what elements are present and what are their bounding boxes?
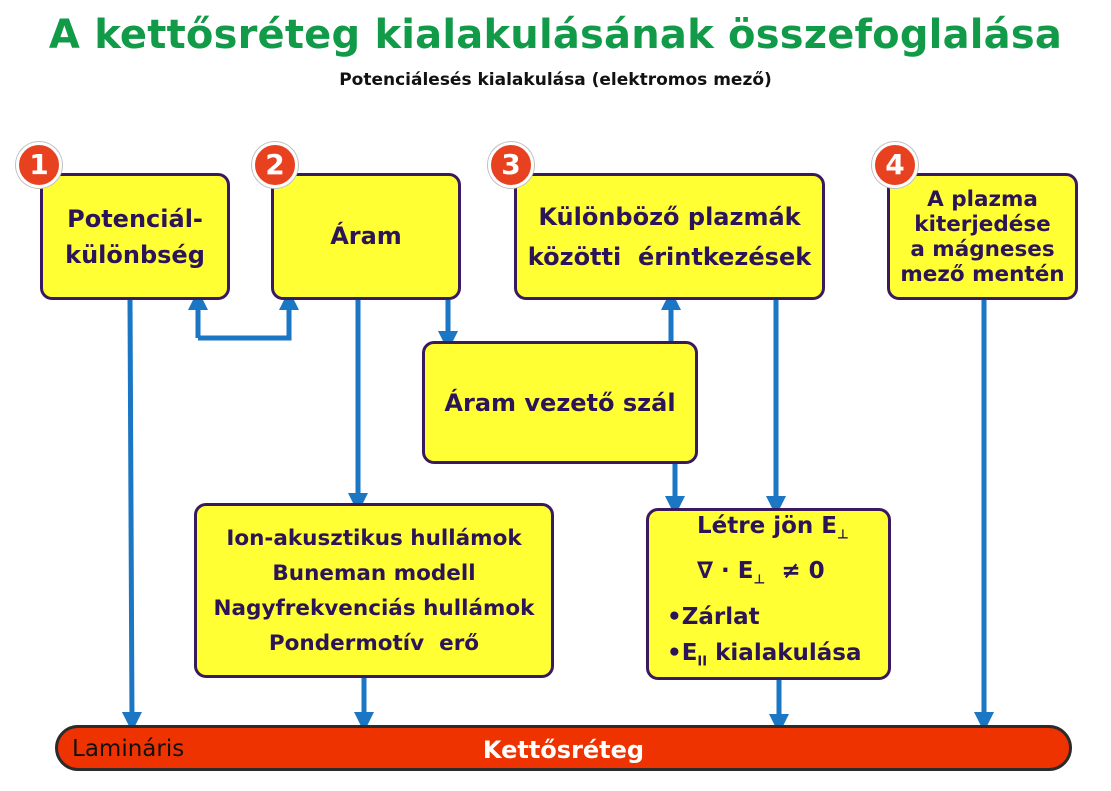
waves-line-1: Ion-akusztikus hullámok <box>226 525 522 551</box>
arrow-1-2-link <box>198 290 299 341</box>
diagram-title: A kettősréteg kialakulásának összefoglal… <box>48 12 1063 58</box>
result-bullet-2: •EII kialakulása <box>667 639 862 670</box>
badge-3: 3 <box>488 142 534 188</box>
box-4-line-4: mező mentén <box>900 261 1065 287</box>
double-layer-bar: Lamináris Kettősréteg <box>55 725 1072 771</box>
result-line-2: ∇ · E⊥ ≠ 0 <box>697 558 825 588</box>
waves-line-4: Pondermotív erő <box>268 630 480 656</box>
filament-label: Áram vezető szál <box>444 388 676 417</box>
box-4-line-2: kiterjedése <box>914 211 1051 237</box>
box-1-line-2: különbség <box>65 240 205 269</box>
arrow-1-to-bar <box>121 299 142 732</box>
box-3-line-2: közötti érintkezések <box>527 242 812 271</box>
badge-2: 2 <box>252 142 298 188</box>
box-current-filament: Áram vezető szál <box>422 341 698 464</box>
box-3-line-1: Különböző plazmák <box>538 202 801 231</box>
box-current: Áram <box>271 173 461 300</box>
diagram-subtitle: Potenciálesés kialakulása (elektromos me… <box>339 70 772 90</box>
badge-1: 1 <box>16 142 62 188</box>
result-bullet-1: •Zárlat <box>667 603 760 630</box>
box-1-line-1: Potenciál- <box>67 204 203 233</box>
waves-line-3: Nagyfrekvenciás hullámok <box>213 595 535 621</box>
laminar-label: Lamináris <box>72 736 185 762</box>
badge-4: 4 <box>872 142 918 188</box>
box-plasma-expansion: A plazma kiterjedése a mágneses mező men… <box>887 173 1078 300</box>
box-waves: Ion-akusztikus hullámok Buneman modell N… <box>194 503 554 678</box>
box-4-line-3: a mágneses <box>910 236 1055 262</box>
box-2-label: Áram <box>330 222 402 250</box>
box-plasma-contacts: Különböző plazmák közötti érintkezések <box>514 173 825 300</box>
box-potential-difference: Potenciál- különbség <box>40 173 230 300</box>
box-result: Létre jön E⊥ ∇ · E⊥ ≠ 0 •Zárlat •EII kia… <box>646 508 891 680</box>
box-4-line-1: A plazma <box>927 186 1038 212</box>
double-layer-label: Kettősréteg <box>482 736 645 764</box>
result-line-1: Létre jön E⊥ <box>697 512 849 543</box>
waves-line-2: Buneman modell <box>272 560 476 586</box>
